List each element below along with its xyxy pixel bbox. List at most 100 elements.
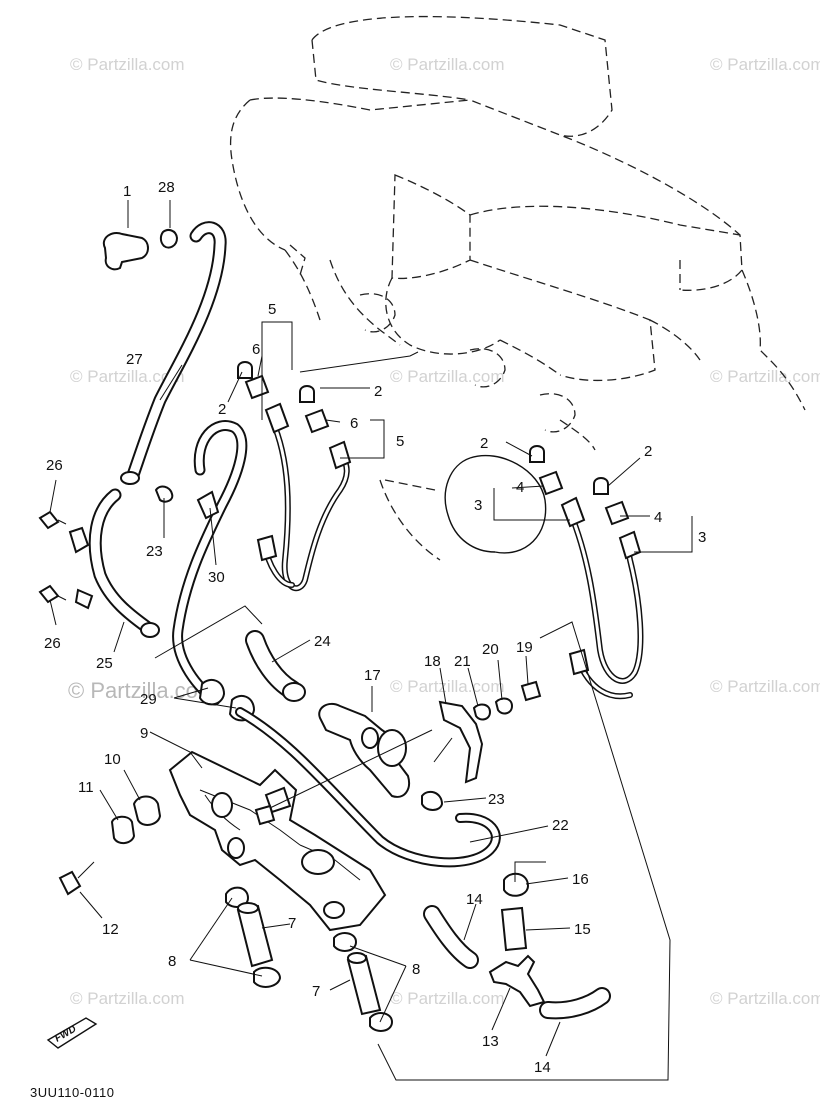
callout-label: 28	[158, 179, 175, 196]
pipe-assembly-5-left	[256, 402, 352, 592]
callout-label: 3	[474, 497, 482, 514]
hose-22	[235, 707, 501, 868]
hose-14-right	[539, 987, 611, 1020]
callout-label: 26	[46, 457, 63, 474]
watermark: © Partzilla.com	[710, 677, 820, 696]
elbow-fitting-1	[102, 232, 149, 271]
hose-15	[500, 906, 528, 952]
callout-label: 4	[654, 509, 662, 526]
watermark: © Partzilla.com	[710, 989, 820, 1008]
callout-label: 8	[168, 953, 176, 970]
bolt-19	[520, 680, 542, 702]
callout-label: 4	[516, 479, 524, 496]
callout-label: 10	[104, 751, 121, 768]
hose-7-left	[236, 902, 274, 968]
hose-27	[120, 221, 227, 485]
callout-label: 2	[480, 435, 488, 452]
callout-label: 3	[698, 529, 706, 546]
callout-label: 2	[374, 383, 382, 400]
cap-2-mid	[299, 385, 315, 403]
callout-label: 6	[252, 341, 260, 358]
watermark: © Partzilla.com	[710, 55, 820, 74]
bolt-26-top	[38, 510, 67, 530]
clamp-8-mid	[333, 932, 358, 952]
tee-joint-13	[488, 954, 546, 1008]
callout-label: 5	[396, 433, 404, 450]
callout-label: 7	[312, 983, 320, 1000]
hose-14-left	[423, 905, 479, 969]
callout-label: 14	[466, 891, 483, 908]
union-6-mid	[304, 408, 330, 434]
callout-label: 2	[644, 443, 652, 460]
union-4-right-b	[604, 500, 630, 526]
callout-label: 29	[140, 691, 157, 708]
watermark: © Partzilla.com	[710, 367, 820, 386]
callout-label: 17	[364, 667, 381, 684]
clamp-8-bottom-right	[369, 1012, 394, 1032]
screw-12	[58, 861, 95, 896]
clamp-8-bottom-left	[253, 966, 282, 988]
bolt-26-bottom	[38, 584, 67, 604]
callout-label: 20	[482, 641, 499, 658]
diagram-code: 3UU110-0110	[30, 1085, 115, 1100]
engine-outline	[229, 15, 806, 561]
watermark: © Partzilla.com	[390, 677, 505, 696]
hose-24	[245, 630, 306, 702]
clamp-16	[503, 872, 530, 897]
clip-23-bottom	[421, 790, 444, 811]
callout-label: 22	[552, 817, 569, 834]
air-cut-valve-9	[168, 750, 387, 932]
callout-label: 2	[218, 401, 226, 418]
callout-label: 11	[78, 779, 94, 796]
callout-label: 30	[208, 569, 225, 586]
watermark: © Partzilla.com	[390, 989, 505, 1008]
callout-label: 16	[572, 871, 589, 888]
callout-label: 6	[350, 415, 358, 432]
callout-label: 27	[126, 351, 143, 368]
callout-label: 23	[488, 791, 505, 808]
union-6-top	[244, 374, 270, 400]
callout-label: 1	[123, 183, 131, 200]
washer-21	[472, 703, 492, 721]
watermark: © Partzilla.com	[70, 55, 185, 74]
watermark: © Partzilla.com	[70, 989, 185, 1008]
callout-label: 9	[140, 725, 148, 742]
callout-label: 15	[574, 921, 591, 938]
callout-label: 18	[424, 653, 441, 670]
collar-11	[110, 815, 136, 844]
washer-20	[494, 697, 514, 715]
clamp-8-top	[225, 886, 250, 908]
fwd-arrow-icon: FWD	[46, 1017, 98, 1049]
union-4-right-a	[538, 470, 564, 496]
callout-label: 5	[268, 301, 276, 318]
parts-layer: FWD	[38, 221, 644, 1049]
callout-label: 19	[516, 639, 533, 656]
clip-28	[159, 229, 179, 249]
callout-label: 26	[44, 635, 61, 652]
callout-label: 24	[314, 633, 331, 650]
watermark-layer: © Partzilla.com © Partzilla.com © Partzi…	[68, 55, 820, 1008]
callout-label: 14	[534, 1059, 551, 1076]
watermark: © Partzilla.com	[390, 367, 505, 386]
callout-label: 7	[288, 915, 296, 932]
callout-label: 23	[146, 543, 163, 560]
callout-label: 8	[412, 961, 420, 978]
cap-2-right-a	[529, 445, 545, 463]
pipe-assembly-3-right	[560, 496, 644, 700]
leader-lines	[49, 200, 693, 1081]
bracket-18	[438, 700, 484, 784]
watermark: © Partzilla.com	[390, 55, 505, 74]
cap-2-right-b	[593, 477, 609, 495]
hose-7-right	[346, 952, 382, 1016]
callout-label: 25	[96, 655, 113, 672]
callout-label: 13	[482, 1033, 499, 1050]
pipe-30	[172, 420, 248, 706]
callout-label: 12	[102, 921, 119, 938]
grommet-10	[132, 795, 162, 826]
watermark: © Partzilla.com	[70, 367, 185, 386]
callout-layer: 1 28 5 6 2 2 6 5 27 26 23 30 26 25 24 2 …	[30, 179, 706, 1100]
clamp-29-a	[198, 678, 226, 706]
reed-valve-17	[318, 702, 410, 798]
callout-label: 21	[454, 653, 471, 670]
